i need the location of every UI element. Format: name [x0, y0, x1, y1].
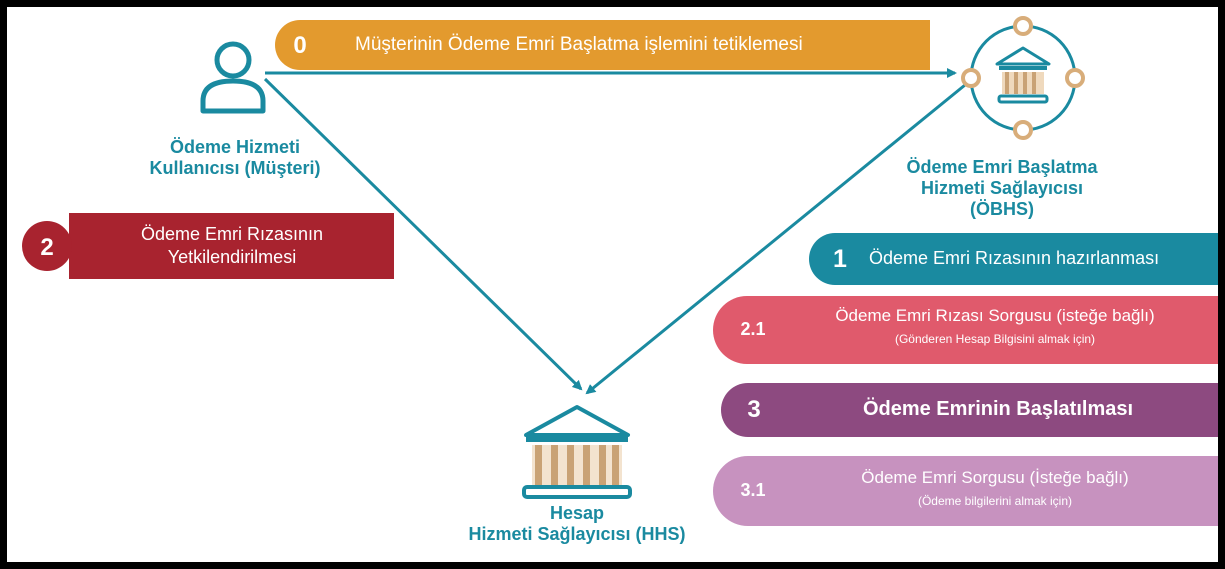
- step-2-banner: [69, 213, 394, 279]
- step-0-banner: [300, 20, 930, 70]
- step-2: 2 Ödeme Emri Rızasının Yetkilendirilmesi: [22, 213, 394, 279]
- connector-node: [1065, 68, 1085, 88]
- step-0-text: Müşterinin Ödeme Emri Başlatma işlemini …: [355, 34, 803, 55]
- step-2-badge: [22, 221, 72, 271]
- step-2-number: 2: [40, 234, 54, 261]
- customer-label-line2: Kullanıcısı (Müşteri): [149, 158, 321, 178]
- obhs-label-line1: Ödeme Emri Başlatma: [906, 157, 1098, 177]
- step-3-number: 3: [747, 396, 761, 423]
- step-0: 0 Müşterinin Ödeme Emri Başlatma işlemin…: [275, 20, 930, 70]
- step-2-text-line1: Ödeme Emri Rızasının: [140, 224, 324, 244]
- step-1-text: Ödeme Emri Rızasının hazırlanması: [869, 248, 1160, 268]
- hhs-label: Hesap Hizmeti Sağlayıcısı (HHS): [427, 503, 727, 545]
- connector-node: [961, 68, 981, 88]
- step-3-1-subtext: (Ödeme bilgilerini almak için): [917, 494, 1073, 508]
- customer-label: Ödeme Hizmeti Kullanıcısı (Müşteri): [125, 137, 345, 179]
- customer-label-line1: Ödeme Hizmeti: [169, 137, 301, 157]
- step-3-1: 3.1 Ödeme Emri Sorgusu (İsteğe bağlı) (Ö…: [713, 456, 1218, 526]
- step-0-badge: [275, 20, 325, 70]
- step-0-number: 0: [293, 32, 307, 59]
- hhs-label-line1: Hesap: [549, 503, 605, 523]
- connector-node: [1013, 16, 1033, 36]
- step-2-1: 2.1 Ödeme Emri Rızası Sorgusu (isteğe ba…: [713, 296, 1218, 364]
- obhs-label-line3: (ÖBHS): [970, 199, 1034, 219]
- obhs-label: Ödeme Emri Başlatma Hizmeti Sağlayıcısı …: [897, 157, 1107, 220]
- bank-icon: [522, 405, 632, 499]
- obhs-label-line2: Hizmeti Sağlayıcısı: [920, 178, 1084, 198]
- flow-arrows: [263, 68, 966, 395]
- step-3-1-number: 3.1: [740, 480, 766, 500]
- step-3-text: Ödeme Emrinin Başlatılması: [862, 398, 1134, 420]
- step-3: 3 Ödeme Emrinin Başlatılması: [721, 383, 1218, 437]
- hhs-label-line2: Hizmeti Sağlayıcısı (HHS): [468, 524, 686, 544]
- arrow-customer-to-hhs: [263, 77, 583, 391]
- step-2-text: Ödeme Emri Rızasının Yetkilendirilmesi: [77, 223, 387, 269]
- arrow-obhs-to-hhs: [585, 83, 966, 395]
- step-1: 1 Ödeme Emri Rızasının hazırlanması: [809, 233, 1218, 285]
- step-2-text-line2: Yetkilendirilmesi: [167, 247, 297, 267]
- step-1-number: 1: [833, 245, 847, 273]
- step-2-1-subtext: (Gönderen Hesap Bilgisini almak için): [894, 332, 1096, 346]
- step-3-1-text: Ödeme Emri Sorgusu (İsteğe bağlı): [861, 468, 1129, 487]
- step-2-1-text: Ödeme Emri Rızası Sorgusu (isteğe bağlı): [835, 306, 1155, 325]
- bank-icon: [961, 16, 1085, 140]
- connector-node: [1013, 120, 1033, 140]
- step-2-1-number: 2.1: [740, 319, 766, 339]
- person-icon: [200, 41, 266, 114]
